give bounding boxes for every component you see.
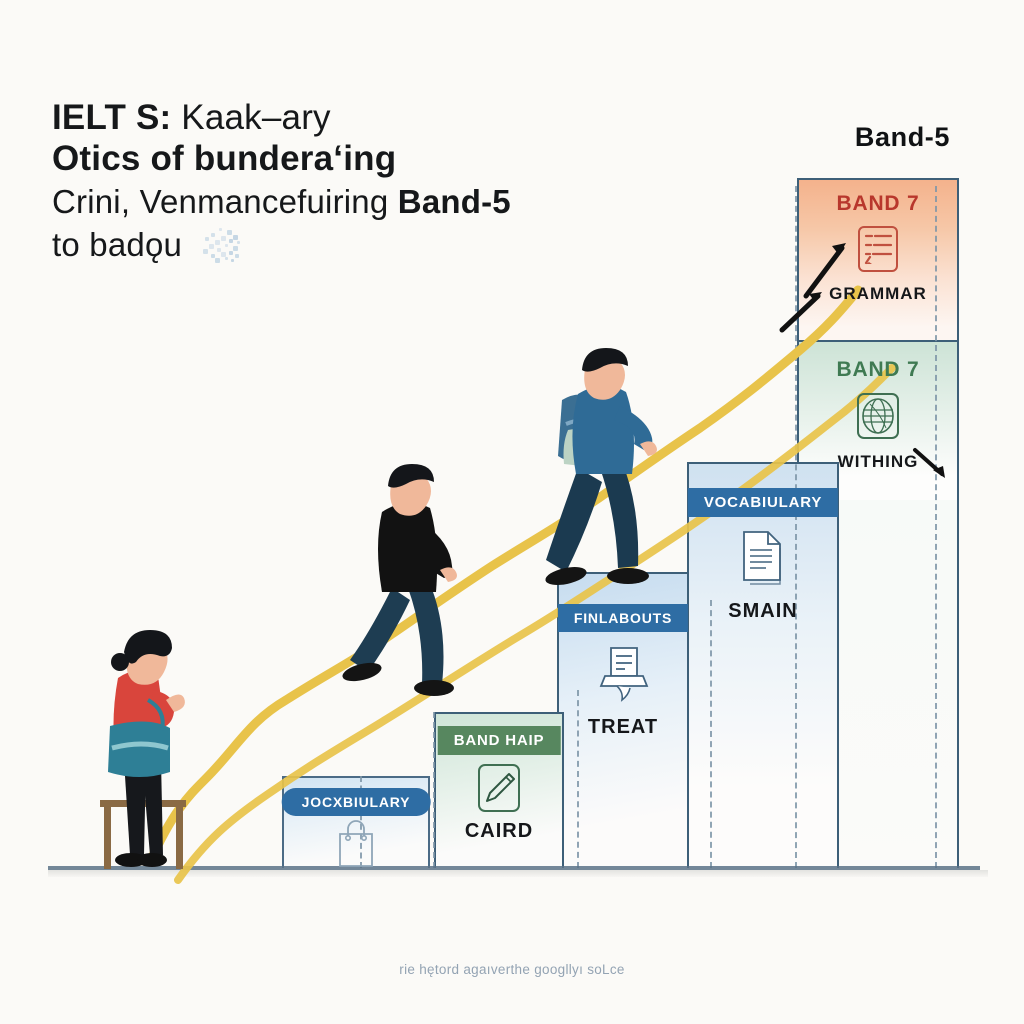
step-vocabulary-1-labels: JOCXBIULARY	[281, 776, 431, 868]
title-line-3-bold: Band-5	[397, 183, 511, 220]
ground-shadow	[48, 870, 988, 877]
shopping-bag-icon	[330, 820, 382, 868]
title-line-4: to badǫu	[52, 224, 672, 266]
panel-writing-band-label: BAND 7	[836, 358, 920, 381]
document-pages-icon	[736, 528, 790, 590]
step-finlabouts-labels: FINLABOUTS TREAT	[550, 572, 696, 762]
panel-divider-line	[797, 340, 959, 342]
step-finlabouts-banner[interactable]: FINLABOUTS	[557, 604, 689, 632]
panel-writing-caption: WITHING	[837, 452, 919, 471]
pencil-icon	[473, 762, 525, 816]
step-band-haip-caption: CAIRD	[464, 820, 534, 842]
step-vocabiulary-2-banner[interactable]: VOCABIULARY	[687, 488, 839, 517]
step-vocabiulary-2-caption: SMAIN	[728, 600, 798, 622]
title-line-1: IELT S: Kaak–ary	[52, 98, 672, 138]
footer-caption: rie hętord agaıverthe googllyı soLce	[399, 962, 625, 977]
dashed-guide-6	[935, 186, 937, 868]
title-line-3-rest: Crini, Venmancefuiring	[52, 183, 398, 220]
step-finlabouts-caption: TREAT	[587, 716, 659, 738]
figure-woman-on-bench	[100, 630, 186, 869]
step-band-haip-labels: BAND HAIP CAIRD	[428, 712, 570, 868]
dot-cluster-icon	[201, 228, 245, 263]
title-line-2: Otics of bunderaʻing	[52, 139, 397, 178]
title-line-1-rest: Kaak–ary	[171, 98, 331, 137]
title-line-3: Crini, Venmancefuiring Band-5	[52, 180, 672, 224]
document-lines-icon	[851, 224, 905, 276]
step-band-haip-banner[interactable]: BAND HAIP	[437, 726, 561, 755]
title-block: IELT S: Kaak–ary Otics of bunderaʻing Cr…	[52, 98, 672, 266]
step-vocabulary-1-banner[interactable]: JOCXBIULARY	[281, 788, 431, 816]
figure-man-climbing-black-sweater	[342, 464, 457, 696]
panel-grammar-caption: GRAMMAR	[829, 284, 927, 303]
band5-top-text: Band-5	[854, 122, 950, 152]
globe-icon	[852, 390, 904, 442]
panel-grammar[interactable]: BAND 7 GRAMMAR	[797, 178, 959, 338]
step-vocabiulary-2-labels: VOCABIULARY SMAIN	[687, 462, 839, 662]
title-line-4-text: to badǫu	[52, 226, 183, 263]
figure-man-climbing-blue-sweater	[545, 348, 657, 585]
panel-grammar-band-label: BAND 7	[836, 192, 920, 215]
laptop-document-icon	[595, 642, 651, 706]
title-line-1-bold: IELT S:	[52, 98, 172, 137]
band5-top-label: Band-5	[855, 122, 950, 153]
